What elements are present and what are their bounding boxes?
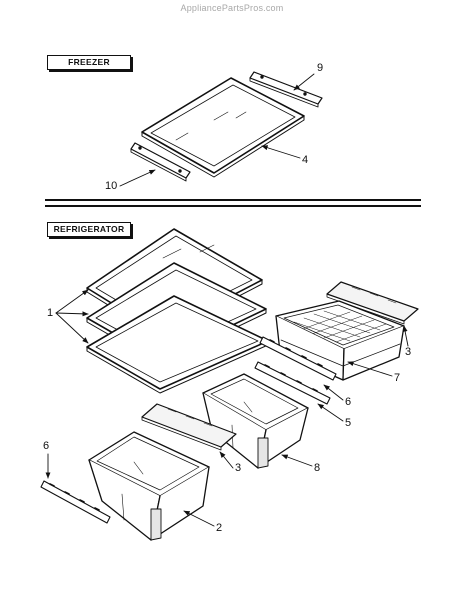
callout-3-upper: 3 <box>405 346 412 358</box>
freezer-section-label: FREEZER <box>47 55 131 70</box>
meat-pan <box>275 300 405 381</box>
crisper-cover-upper <box>326 281 419 325</box>
callout-9: 9 <box>317 62 324 74</box>
callout-8: 8 <box>314 462 321 474</box>
callout-1: 1 <box>47 307 54 319</box>
section-divider-bottom <box>45 205 421 207</box>
callout-6-upper: 6 <box>345 396 352 408</box>
callout-7: 7 <box>394 372 401 384</box>
crisper-cover-lower <box>141 403 237 451</box>
callout-4: 4 <box>302 154 309 166</box>
callout-5: 5 <box>345 417 352 429</box>
freezer-shelf <box>141 77 305 178</box>
freezer-shelf-trim-front <box>130 142 191 182</box>
section-divider-top <box>45 199 421 201</box>
refrigerator-shelf-bottom <box>86 295 269 394</box>
crisper-drawer-lower <box>88 431 210 541</box>
callout-6-lower: 6 <box>43 440 50 452</box>
callout-2: 2 <box>216 522 223 534</box>
callout-10: 10 <box>105 180 118 192</box>
watermark: AppliancePartsPros.com <box>180 3 284 13</box>
pan-guide-lower <box>254 361 331 405</box>
pan-guide-lower-left <box>40 480 111 524</box>
callout-3-lower: 3 <box>235 462 242 474</box>
refrigerator-section-label: REFRIGERATOR <box>47 222 131 237</box>
pan-guide-upper <box>259 336 337 381</box>
crisper-drawer-upper <box>202 373 309 469</box>
